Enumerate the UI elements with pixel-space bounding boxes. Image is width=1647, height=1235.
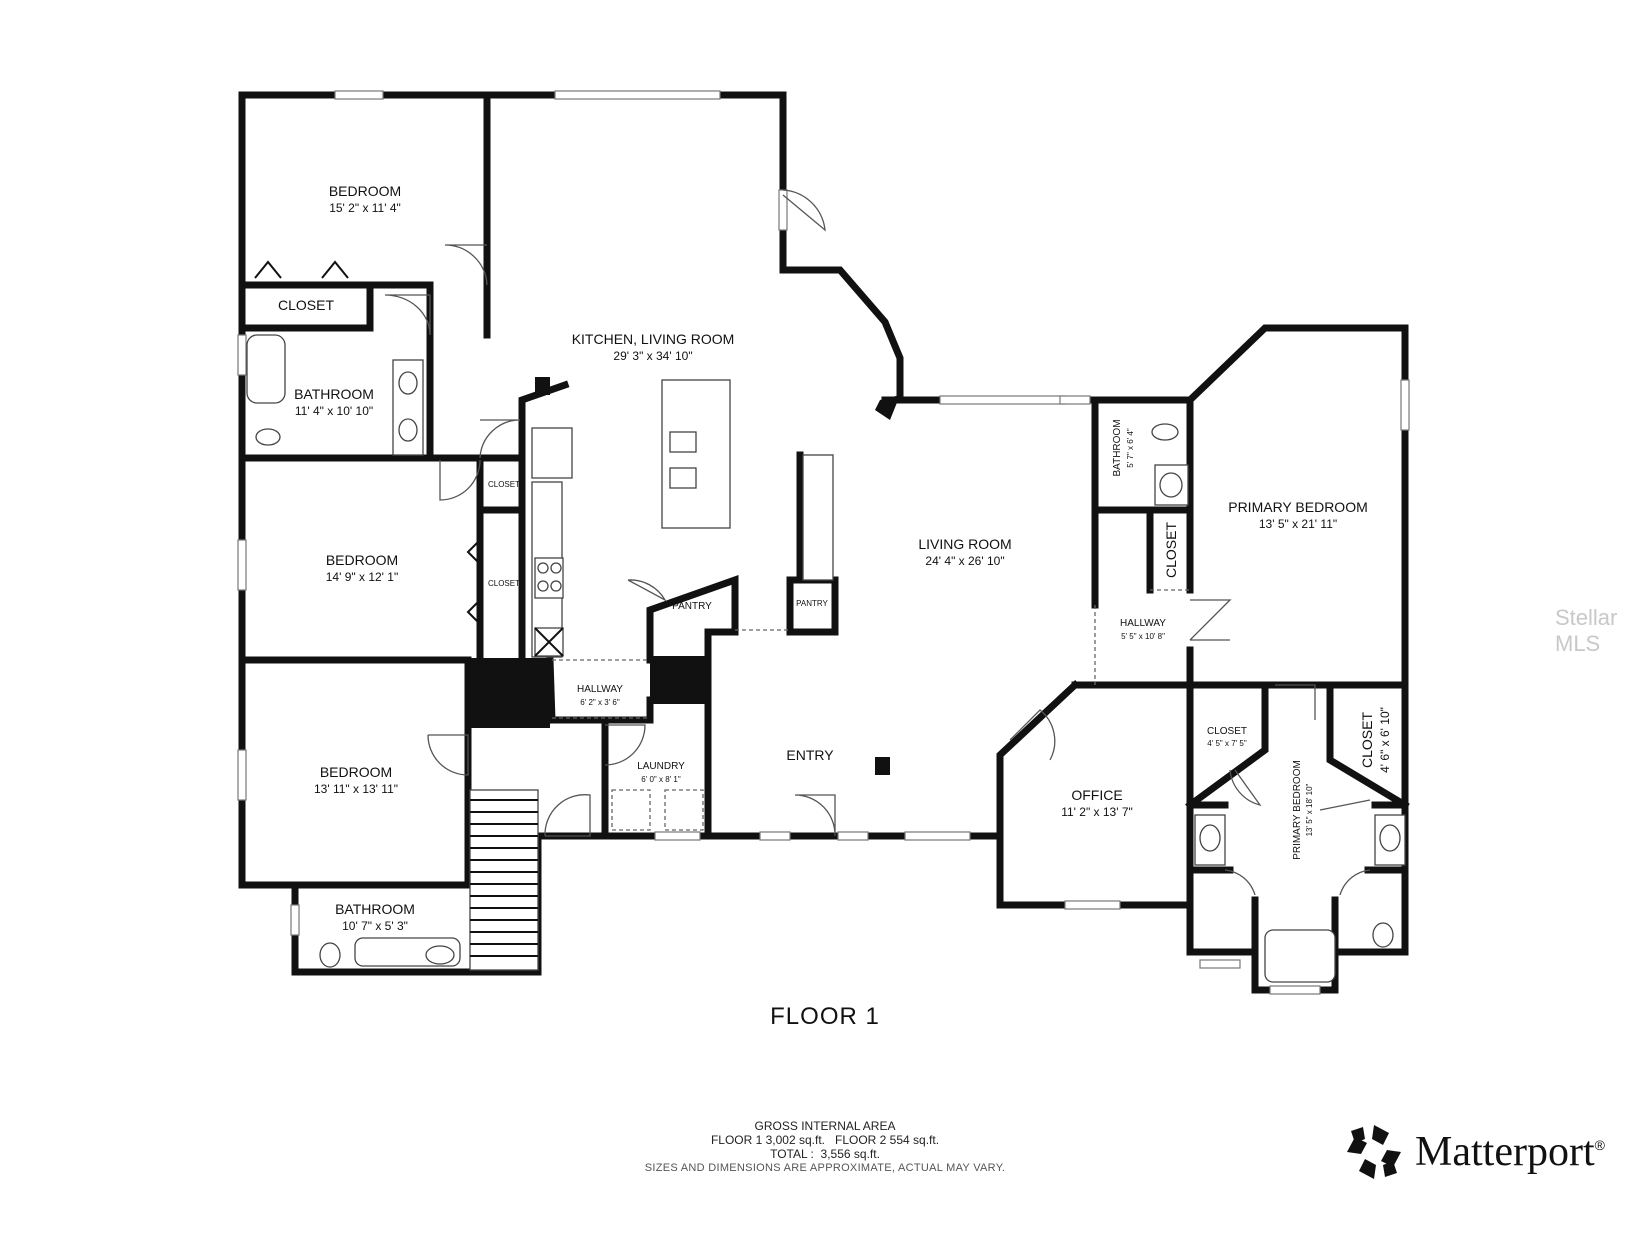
gia-title: GROSS INTERNAL AREA [754, 1119, 896, 1133]
bedroom-3-name: BEDROOM [320, 764, 392, 780]
kitchen-name: KITCHEN, LIVING ROOM [572, 331, 735, 347]
closet-1-name: CLOSET [278, 297, 334, 313]
closet-5-name: CLOSET [1207, 726, 1247, 737]
stellar-mls-watermark: Stellar MLS [1555, 605, 1618, 656]
closet-4-name: CLOSET [1163, 522, 1179, 578]
primary-bedroom-name: PRIMARY BEDROOM [1228, 499, 1368, 515]
primary-bath-dims: 13' 5" x 18' 10" [1305, 783, 1314, 836]
pantry-2-name: PANTRY [796, 599, 828, 608]
laundry-dims: 6' 0" x 8' 1" [641, 775, 681, 784]
office-dims: 11' 2" x 13' 7" [1061, 805, 1133, 819]
bathroom-3-name: BATHROOM [1112, 419, 1123, 476]
closet-5-dims: 4' 5" x 7' 5" [1207, 739, 1247, 748]
disclaimer-note: SIZES AND DIMENSIONS ARE APPROXIMATE, AC… [644, 1162, 1006, 1174]
fixtures [246, 260, 1406, 983]
closet-6-name: CLOSET [1359, 712, 1375, 768]
bedroom-2-dims: 14' 9" x 12' 1" [326, 570, 398, 584]
area-summary: GROSS INTERNAL AREA FLOOR 1 3,002 sq.ft.… [560, 1119, 1090, 1175]
solid-blocks [468, 377, 900, 775]
brand-name: Matterport [1415, 1129, 1595, 1175]
primary-bath-name: PRIMARY BEDROOM [1292, 760, 1303, 860]
registered-mark: ® [1594, 1137, 1605, 1153]
office-name: OFFICE [1071, 787, 1122, 803]
kitchen-dims: 29' 3" x 34' 10" [613, 349, 692, 363]
hallway-2-dims: 5' 5" x 10' 8" [1121, 632, 1165, 641]
matterport-logo: Matterport ® [1345, 1123, 1605, 1181]
living-room-dims: 24' 4" x 26' 10" [925, 554, 1004, 568]
bedroom-1-dims: 15' 2" x 11' 4" [329, 201, 401, 215]
pantry-1-name: PANTRY [672, 601, 712, 612]
floors-area-line: FLOOR 1 3,002 sq.ft. FLOOR 2 554 sq.ft. [710, 1133, 940, 1147]
closet-3-name: CLOSET [488, 579, 520, 588]
bathroom-1-name: BATHROOM [294, 386, 374, 402]
laundry-name: LAUNDRY [637, 761, 685, 772]
bedroom-1-name: BEDROOM [329, 183, 401, 199]
matterport-logo-icon [1347, 1125, 1401, 1179]
closet-2-name: CLOSET [488, 480, 520, 489]
bathroom-1-dims: 11' 4" x 10' 10" [295, 404, 373, 418]
bathroom-3-dims: 5' 7" x 6' 4" [1126, 428, 1135, 468]
bedroom-3-dims: 13' 11" x 13' 11" [314, 782, 398, 796]
total-area-line: TOTAL : 3,556 sq.ft. [770, 1147, 880, 1161]
windows [237, 90, 1410, 995]
bathroom-2-dims: 10' 7" x 5' 3" [342, 919, 408, 933]
hallway-1-name: HALLWAY [577, 684, 623, 695]
hallway-2-name: HALLWAY [1120, 618, 1166, 629]
room-labels: BEDROOM 15' 2" x 11' 4" CLOSET BATHROOM … [278, 183, 1392, 933]
bedroom-2-name: BEDROOM [326, 552, 398, 568]
bathroom-2-name: BATHROOM [335, 901, 415, 917]
floor-title: FLOOR 1 [770, 1003, 880, 1030]
living-room-name: LIVING ROOM [918, 536, 1011, 552]
staircase [469, 789, 539, 971]
primary-bedroom-dims: 13' 5" x 21' 11" [1259, 517, 1337, 531]
doors [384, 189, 1371, 896]
entry-name: ENTRY [786, 747, 834, 763]
hallway-1-dims: 6' 2" x 3' 6" [580, 698, 620, 707]
closet-6-dims: 4' 6" x 6' 10" [1378, 707, 1392, 773]
